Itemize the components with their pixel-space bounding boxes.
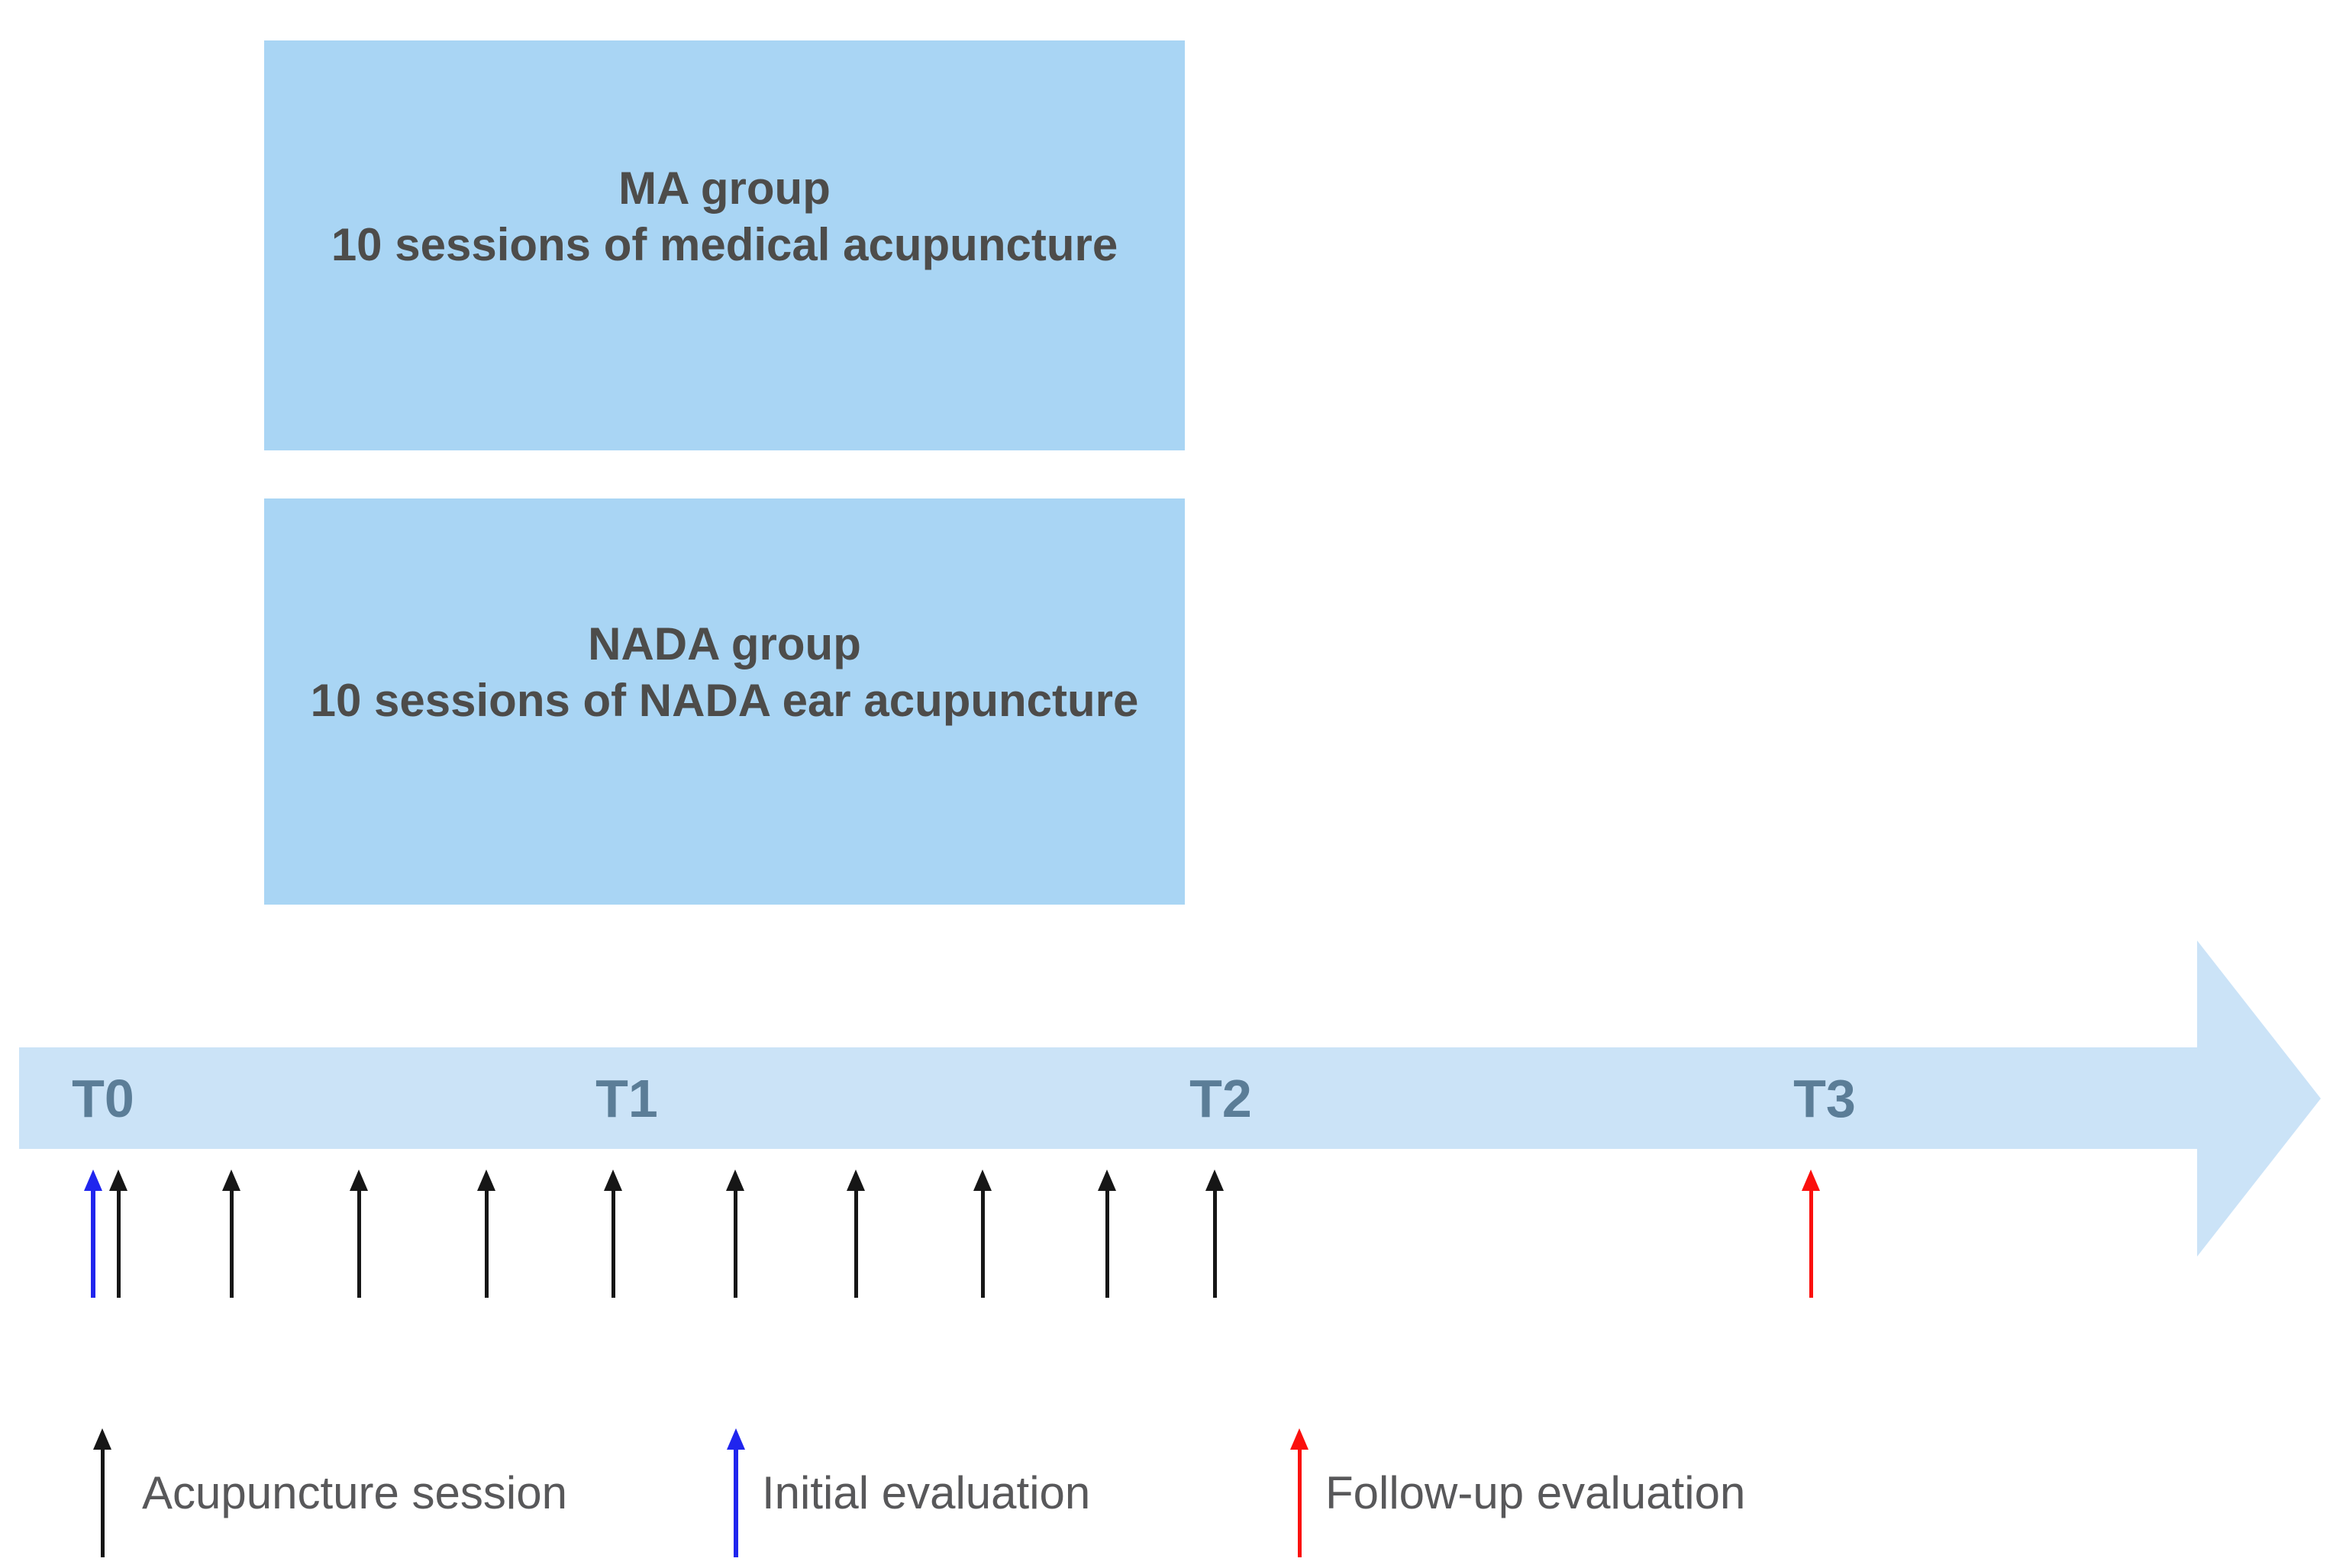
arrow-shaft	[229, 1188, 234, 1298]
arrow-head	[727, 1428, 745, 1450]
acupuncture-session-arrow	[477, 1170, 495, 1298]
timeline-label-t2: T2	[1189, 1068, 1252, 1128]
arrow-shaft	[1212, 1188, 1217, 1298]
arrow-shaft	[980, 1188, 985, 1298]
legend: Acupuncture session Initial evaluation Fol…	[0, 1428, 2333, 1557]
ma-group-text: MA group 10 sessions of medical acupunct…	[331, 160, 1118, 273]
legend-item-red: Follow-up evaluation	[1290, 1428, 1745, 1557]
legend-label: Acupuncture session	[142, 1466, 567, 1518]
ma-group-subtitle: 10 sessions of medical acupuncture	[331, 218, 1118, 270]
arrow-shaft	[116, 1188, 121, 1298]
acupuncture-session-arrow	[1098, 1170, 1116, 1298]
arrow-head	[726, 1170, 744, 1191]
arrow-head	[604, 1170, 622, 1191]
arrow-head	[1205, 1170, 1224, 1191]
acupuncture-session-arrow	[973, 1170, 992, 1298]
acupuncture-session-arrow	[726, 1170, 744, 1298]
timeline-arrow-head-icon	[2197, 940, 2321, 1257]
ma-group-title: MA group	[618, 162, 831, 214]
arrow-shaft	[1105, 1188, 1109, 1298]
nada-group-subtitle: 10 sessions of NADA ear acupuncture	[310, 675, 1139, 726]
nada-group-text: NADA group 10 sessions of NADA ear acupu…	[311, 616, 1139, 729]
acupuncture-session-arrow	[1205, 1170, 1224, 1298]
arrow-head	[1290, 1428, 1308, 1450]
arrow-shaft	[100, 1447, 105, 1557]
legend-label: Initial evaluation	[762, 1466, 1091, 1518]
acupuncture-session-arrow	[222, 1170, 240, 1298]
follow-up-evaluation-arrow	[1802, 1170, 1820, 1298]
arrow-shaft	[91, 1188, 95, 1298]
arrow-head	[350, 1170, 368, 1191]
arrow-head	[847, 1170, 865, 1191]
legend-item-blue: Initial evaluation	[727, 1428, 1090, 1557]
arrow-shaft	[1297, 1447, 1302, 1557]
acupuncture-session-arrow	[847, 1170, 865, 1298]
arrow-shaft	[357, 1188, 361, 1298]
arrow-head	[477, 1170, 495, 1191]
ma-group-box: MA group 10 sessions of medical acupunct…	[264, 40, 1185, 450]
arrow-shaft	[611, 1188, 615, 1298]
timeline-label-t3: T3	[1793, 1068, 1856, 1128]
nada-group-title: NADA group	[588, 618, 861, 669]
arrow-shaft	[1809, 1188, 1813, 1298]
arrow-head	[84, 1170, 102, 1191]
legend-label: Follow-up evaluation	[1325, 1466, 1746, 1518]
arrow-head	[973, 1170, 992, 1191]
timeline-band: T0 T1 T2 T3	[19, 1047, 2197, 1149]
arrow-shaft	[734, 1447, 738, 1557]
legend-black-arrow-icon	[93, 1428, 111, 1557]
arrow-head	[93, 1428, 111, 1450]
arrow-head	[1098, 1170, 1116, 1191]
timeline-label-t0: T0	[72, 1068, 134, 1128]
timeline-label-t1: T1	[595, 1068, 658, 1128]
nada-group-box: NADA group 10 sessions of NADA ear acupu…	[264, 498, 1185, 905]
arrow-shaft	[484, 1188, 489, 1298]
arrow-shaft	[733, 1188, 737, 1298]
arrow-head	[1802, 1170, 1820, 1191]
legend-blue-arrow-icon	[727, 1428, 745, 1557]
legend-item-black: Acupuncture session	[93, 1428, 567, 1557]
arrow-head	[222, 1170, 240, 1191]
acupuncture-session-arrow	[350, 1170, 368, 1298]
arrow-shaft	[853, 1188, 858, 1298]
acupuncture-session-arrow	[109, 1170, 127, 1298]
arrow-row	[0, 1170, 2333, 1298]
legend-red-arrow-icon	[1290, 1428, 1308, 1557]
arrow-head	[109, 1170, 127, 1191]
acupuncture-session-arrow	[604, 1170, 622, 1298]
initial-evaluation-arrow	[84, 1170, 102, 1298]
